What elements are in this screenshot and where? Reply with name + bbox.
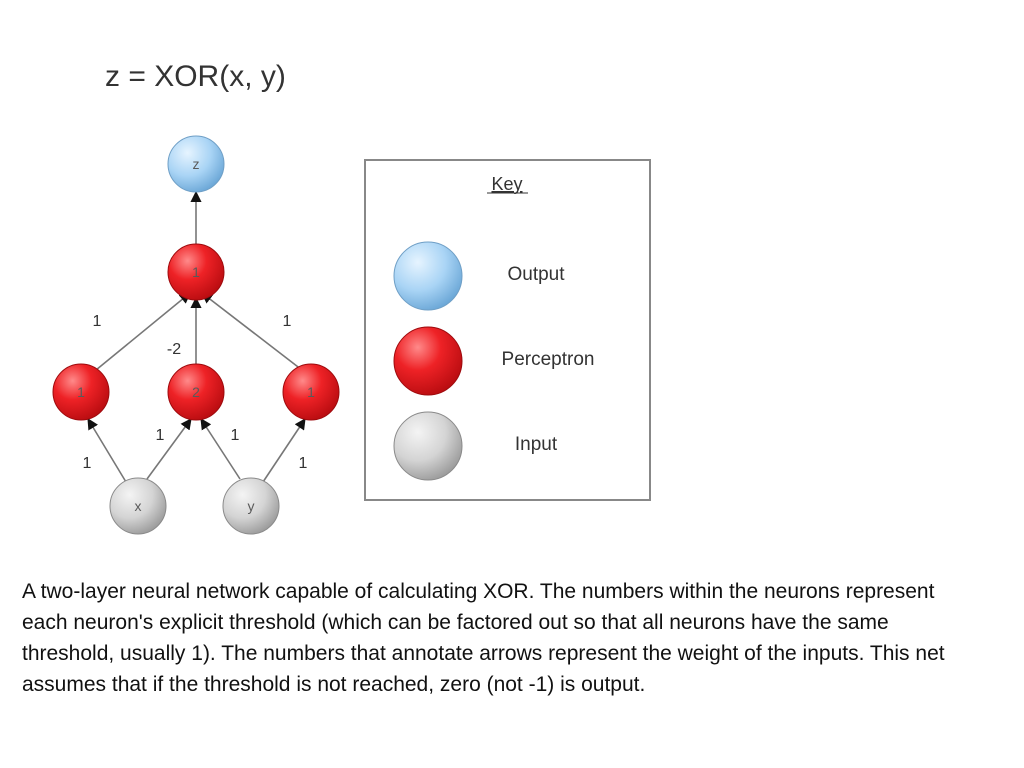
edge-x-to-left <box>87 418 127 483</box>
node-input-y: y <box>222 477 280 535</box>
node-hidden-mid: 2 <box>167 363 225 421</box>
weight-labels: 1 -2 1 1 1 1 1 <box>83 313 308 472</box>
key-label-output: Output <box>507 264 565 285</box>
node-input-y-label: y <box>248 498 255 514</box>
node-hidden-top: 1 <box>167 243 225 301</box>
edge-y-to-mid <box>200 418 241 480</box>
node-input-x-label: x <box>135 498 142 514</box>
node-input-x: x <box>109 477 167 535</box>
weight-x-to-mid: 1 <box>156 427 165 444</box>
key-legend: Key Output Perceptron Input <box>364 159 651 501</box>
edge-y-to-right <box>262 418 306 483</box>
key-swatch-perceptron <box>393 326 463 396</box>
key-label-perceptron: Perceptron <box>502 349 595 370</box>
node-hidden-right-label: 1 <box>307 384 315 400</box>
edge-x-to-mid <box>146 418 192 480</box>
key-title: Key <box>491 174 522 194</box>
network-edges <box>87 190 306 483</box>
edge-right-to-top <box>201 292 303 371</box>
xor-network-diagram: z = XOR(x, y) 1 -2 1 1 1 1 1 z 1 1 2 <box>52 60 651 535</box>
weight-y-to-mid: 1 <box>231 427 240 444</box>
weight-x-to-left: 1 <box>83 455 92 472</box>
edge-left-to-top <box>95 292 191 371</box>
node-hidden-mid-label: 2 <box>192 384 200 400</box>
key-swatch-input <box>393 411 463 481</box>
key-swatch-output <box>393 241 463 311</box>
node-hidden-left: 1 <box>52 363 110 421</box>
key-label-input: Input <box>515 434 558 455</box>
weight-right-to-top: 1 <box>283 313 292 330</box>
node-hidden-right: 1 <box>282 363 340 421</box>
node-output-z: z <box>167 135 225 193</box>
node-hidden-top-label: 1 <box>192 264 200 280</box>
node-hidden-left-label: 1 <box>77 384 85 400</box>
diagram-title: z = XOR(x, y) <box>105 60 286 93</box>
node-output-z-label: z <box>193 156 200 172</box>
weight-y-to-right: 1 <box>299 455 308 472</box>
weight-left-to-top: 1 <box>93 313 102 330</box>
weight-mid-to-top: -2 <box>167 341 181 358</box>
diagram-caption: A two-layer neural network capable of ca… <box>22 580 945 696</box>
